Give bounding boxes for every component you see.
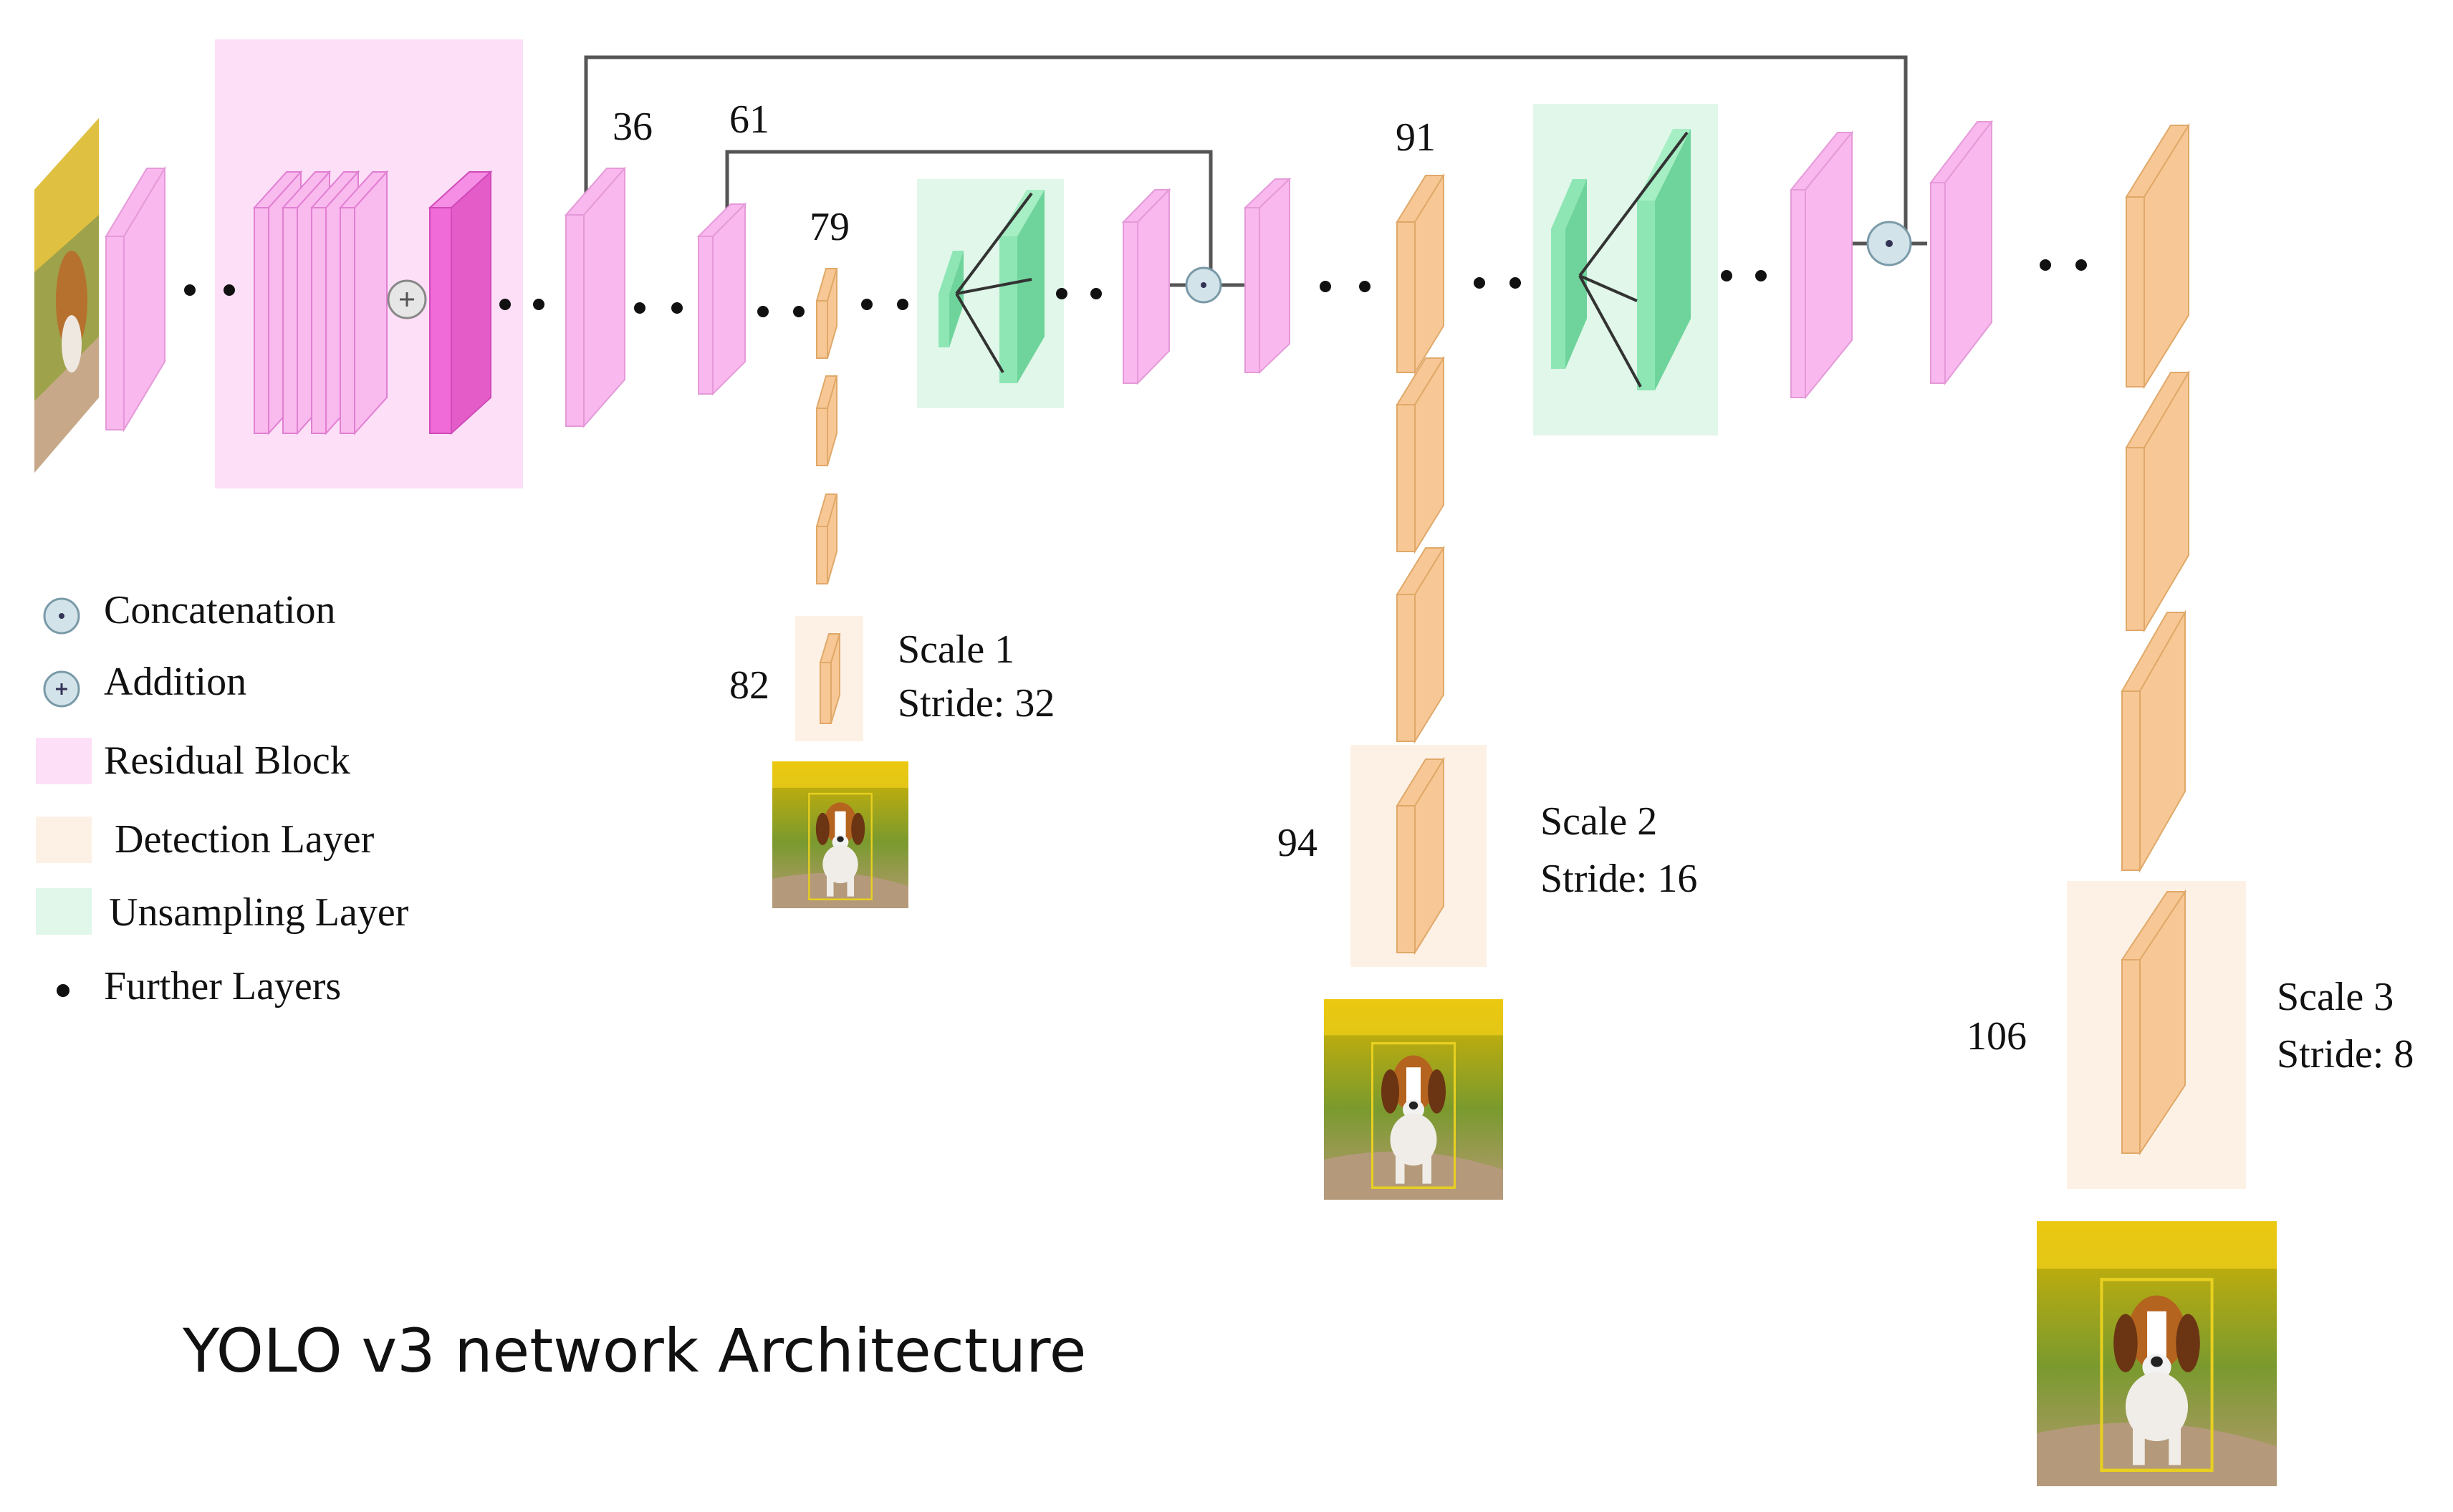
- pink-layer-after-concat-1: [1243, 177, 1292, 375]
- scale-2-label: Scale 2: [1540, 799, 1657, 844]
- residual-output-layer: [428, 170, 493, 435]
- layer-label-79: 79: [810, 205, 850, 249]
- concatenation-icon: [43, 597, 80, 635]
- addition-node: [387, 279, 427, 319]
- legend-addition-label: Addition: [104, 660, 246, 704]
- further-layers-dots: [184, 259, 2087, 317]
- stride-1-label: Stride: 32: [898, 681, 1055, 726]
- dog-image-scale-3: [2037, 1221, 2277, 1486]
- stride-3-label: Stride: 8: [2277, 1032, 2414, 1077]
- pink-layer-after-upsample-2: [1789, 130, 1854, 400]
- layer-label-61: 61: [729, 97, 769, 142]
- upsampling-layer-2: [1551, 129, 1691, 390]
- dog-image-scale-2: [1322, 998, 1504, 1201]
- layer-label-82: 82: [729, 663, 769, 708]
- layer-36-block: [564, 166, 627, 428]
- detection-layer-swatch: [36, 817, 92, 863]
- legend-residual-block-label: Residual Block: [104, 738, 350, 783]
- concatenation-node-2: [1866, 221, 1912, 266]
- further-layers-dot-icon: [57, 984, 69, 997]
- legend-detection-layer-label: Detection Layer: [115, 817, 375, 862]
- detection-stack-scale-2: [1396, 173, 1445, 955]
- pink-layer-after-concat-2: [1929, 120, 1994, 385]
- layer-label-91: 91: [1396, 115, 1436, 160]
- legend: Concatenation Addition Residual Block De…: [36, 588, 409, 1008]
- scale-3-label: Scale 3: [2277, 975, 2394, 1019]
- legend-further-layers-label: Further Layers: [104, 964, 341, 1008]
- skip-connection-36: [584, 55, 1908, 240]
- residual-block-stack: [252, 170, 389, 435]
- stride-2-label: Stride: 16: [1540, 857, 1697, 901]
- residual-layer: [105, 165, 166, 433]
- dog-image-scale-1: [771, 760, 910, 910]
- layer-label-94: 94: [1277, 821, 1317, 865]
- skip-connection-61: [725, 150, 1213, 272]
- diagram-title: YOLO v3 network Architecture: [182, 1316, 1086, 1386]
- legend-upsampling-layer-label: Unsampling Layer: [109, 890, 409, 935]
- concatenation-node-1: [1185, 266, 1222, 304]
- addition-icon: [43, 670, 80, 708]
- upsampling-layer-1: [939, 190, 1045, 383]
- residual-block-swatch: [36, 738, 92, 784]
- layer-61-block: [696, 202, 747, 396]
- legend-concatenation-label: Concatenation: [104, 588, 335, 632]
- upsampling-layer-swatch: [36, 888, 92, 935]
- layer-label-106: 106: [1967, 1014, 2027, 1059]
- input-dog-image: [34, 118, 99, 473]
- detection-stack-scale-3: [2121, 122, 2190, 1156]
- scale-1-label: Scale 1: [898, 627, 1014, 672]
- layer-label-36: 36: [613, 105, 653, 149]
- pink-layer-after-upsample-1: [1121, 188, 1171, 385]
- detection-stack-scale-1: [815, 268, 841, 724]
